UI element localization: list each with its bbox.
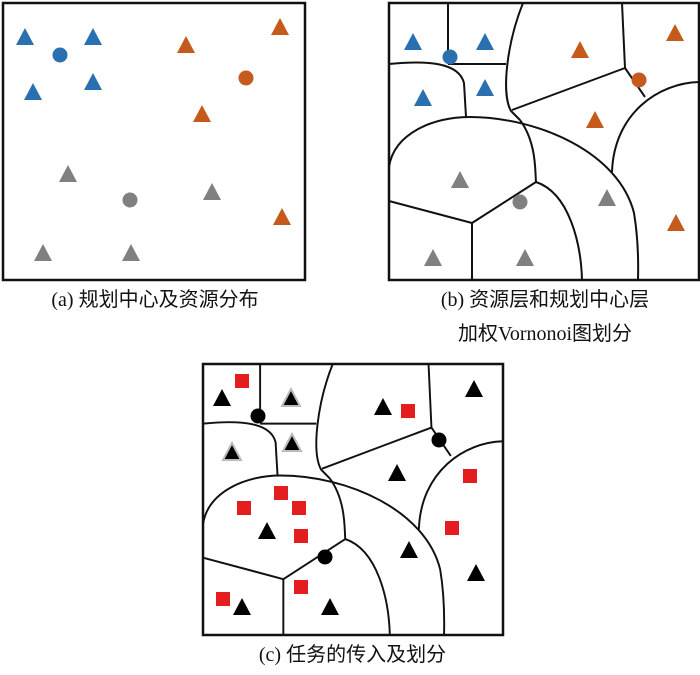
- resource-triangle-icon: [476, 33, 494, 50]
- resource-triangle-icon: [321, 598, 339, 615]
- resource-triangle-icon: [280, 386, 302, 407]
- resource-triangle-icon: [476, 79, 494, 96]
- voronoi-boundary: [535, 181, 583, 281]
- voronoi-boundary: [315, 363, 334, 480]
- planning-center-circle-icon: [442, 49, 458, 65]
- resource-triangle-icon: [213, 389, 231, 406]
- voronoi-boundary: [202, 421, 279, 476]
- panel-b-frame: [387, 1, 700, 282]
- resource-triangle-icon: [586, 111, 604, 128]
- resource-triangle-icon: [465, 380, 483, 397]
- voronoi-boundary: [471, 181, 537, 224]
- task-square-icon: [445, 521, 459, 535]
- resource-triangle-icon: [666, 24, 684, 41]
- markers: [16, 18, 685, 615]
- voronoi-boundary: [511, 67, 626, 111]
- resource-triangle-icon: [59, 165, 77, 182]
- voronoi-boundary: [611, 81, 700, 173]
- task-square-icon: [235, 374, 249, 388]
- resource-triangle-icon: [281, 431, 303, 452]
- voronoi-boundary: [519, 119, 537, 183]
- voronoi-boundary: [505, 2, 524, 121]
- voronoi-boundary: [202, 556, 284, 581]
- voronoi-boundary: [427, 363, 433, 428]
- resource-triangle-icon: [571, 41, 589, 58]
- caption-b-line2: 加权Vornonoi图划分: [457, 323, 633, 345]
- resource-triangle-icon: [84, 73, 102, 90]
- resource-triangle-icon: [84, 28, 102, 45]
- planning-center-circle-icon: [317, 549, 333, 565]
- planning-center-circle-icon: [512, 194, 528, 210]
- resource-triangle-icon: [16, 28, 34, 45]
- planning-center-circle-icon: [238, 70, 254, 86]
- task-square-icon: [292, 501, 306, 515]
- task-square-icon: [237, 501, 251, 515]
- task-square-icon: [294, 529, 308, 543]
- task-square-icon: [274, 486, 288, 500]
- voronoi-boundary: [417, 440, 504, 530]
- resource-triangle-icon: [273, 208, 291, 225]
- voronoi-boundary: [621, 2, 626, 69]
- resource-triangle-icon: [400, 541, 418, 558]
- panel-c-voronoi: [202, 363, 504, 635]
- panel-c-frame: [201, 362, 505, 637]
- planning-center-circle-icon: [52, 47, 68, 63]
- planning-center-circle-icon: [250, 408, 266, 424]
- voronoi-boundary: [344, 538, 391, 635]
- task-square-icon: [294, 580, 308, 594]
- resource-triangle-icon: [24, 83, 42, 100]
- planning-center-circle-icon: [122, 192, 138, 208]
- planning-center-circle-icon: [631, 72, 647, 88]
- resource-triangle-icon: [388, 464, 406, 481]
- task-square-icon: [463, 469, 477, 483]
- panel-a-frame: [1, 1, 307, 282]
- caption-b-line1: (b) 资源层和规划中心层: [440, 289, 650, 311]
- voronoi-boundary: [388, 61, 467, 118]
- planning-center-circle-icon: [431, 432, 447, 448]
- resource-triangle-icon: [34, 244, 52, 261]
- resource-triangle-icon: [203, 183, 221, 200]
- voronoi-boundary: [388, 115, 640, 281]
- resource-triangle-icon: [177, 36, 195, 53]
- resource-triangle-icon: [193, 105, 211, 122]
- voronoi-boundary: [329, 477, 347, 540]
- voronoi-boundary: [321, 426, 432, 470]
- voronoi-boundary: [202, 474, 446, 635]
- caption-a: (a) 规划中心及资源分布: [51, 289, 259, 311]
- resource-triangle-icon: [404, 33, 422, 50]
- resource-triangle-icon: [233, 598, 251, 615]
- voronoi-boundary: [388, 200, 473, 224]
- task-square-icon: [216, 592, 230, 606]
- resource-triangle-icon: [414, 89, 432, 106]
- voronoi-boundary: [282, 538, 346, 580]
- resource-triangle-icon: [451, 171, 469, 188]
- resource-triangle-icon: [258, 522, 276, 539]
- panel-b-voronoi: [388, 2, 700, 281]
- resource-triangle-icon: [516, 249, 534, 266]
- resource-triangle-icon: [598, 189, 616, 206]
- task-square-icon: [401, 404, 415, 418]
- resource-triangle-icon: [467, 564, 485, 581]
- resource-triangle-icon: [374, 398, 392, 415]
- caption-c: (c) 任务的传入及划分: [258, 644, 447, 666]
- resource-triangle-icon: [667, 214, 685, 231]
- resource-triangle-icon: [271, 18, 289, 35]
- resource-triangle-icon: [122, 244, 140, 261]
- resource-triangle-icon: [221, 440, 243, 461]
- resource-triangle-icon: [424, 249, 442, 266]
